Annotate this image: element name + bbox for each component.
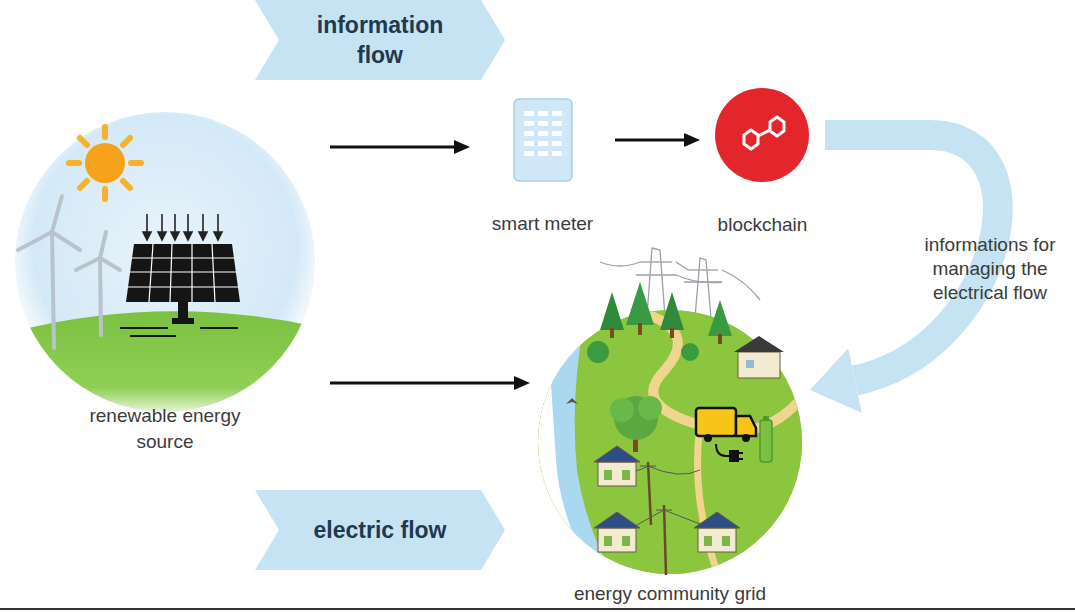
- band-label: information flow: [305, 10, 455, 70]
- flow-band: electric flow: [255, 490, 505, 570]
- node-label: smart meter: [492, 211, 593, 237]
- blockchain-icon: [715, 88, 809, 182]
- band-label: electric flow: [314, 515, 447, 545]
- connector-arrow: [330, 382, 514, 385]
- flow-arrow: [825, 135, 998, 381]
- node-label: renewable energy source: [75, 403, 255, 455]
- connector-arrow: [330, 146, 454, 149]
- connector-arrow: [615, 139, 684, 142]
- flow-band: information flow: [255, 0, 505, 80]
- edge-label: informations for managing the electrical…: [905, 233, 1075, 305]
- blockchain-node: blockchain: [700, 90, 825, 240]
- bottom-rule: [0, 608, 1075, 610]
- community-grid-node: energy community grid: [530, 232, 810, 607]
- renewable-illustration: [0, 112, 330, 420]
- smart-meter-icon: [514, 99, 572, 181]
- node-label: energy community grid: [574, 581, 766, 607]
- community-illustration: [538, 248, 802, 580]
- smart-meter-node: smart meter: [470, 95, 615, 245]
- node-label: blockchain: [718, 212, 808, 238]
- energy-source-node: renewable energy source: [0, 115, 330, 455]
